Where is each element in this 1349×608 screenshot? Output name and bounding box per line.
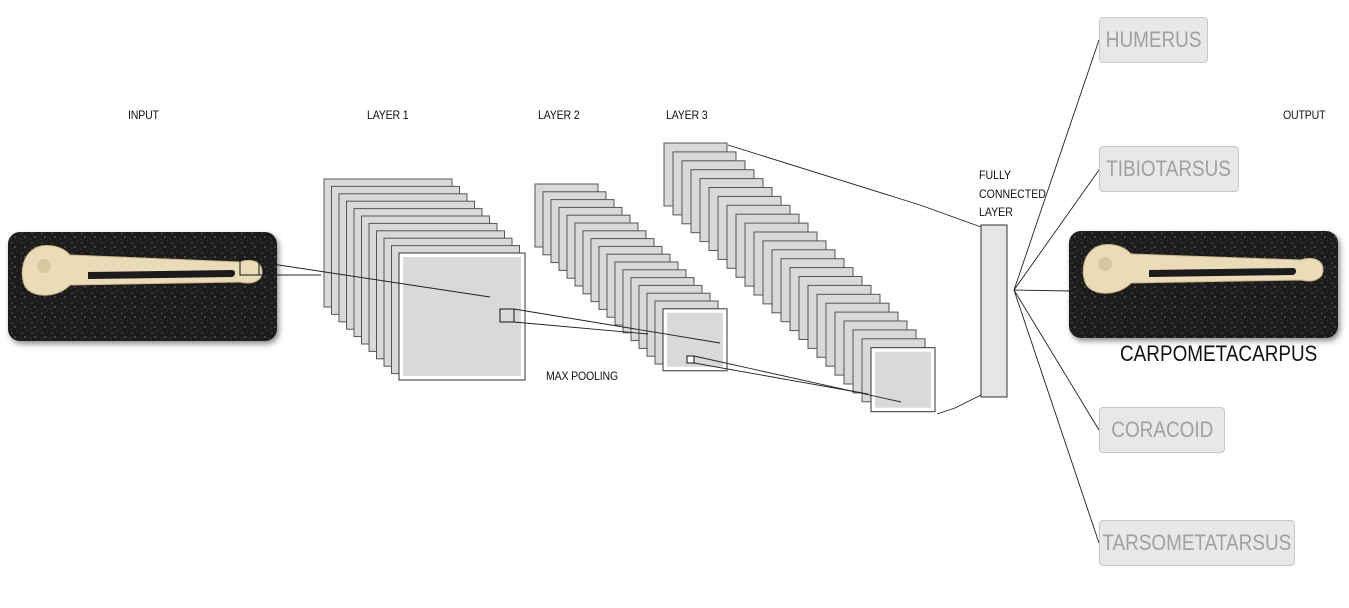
layer3-map-inner [875, 351, 931, 408]
output-image [1069, 231, 1338, 338]
fc-label-line-1: FULLY [979, 168, 1012, 182]
layer3-label: LAYER 3 [666, 108, 708, 122]
class-box-coracoid: CORACOID [1099, 407, 1225, 453]
fully-connected-layer [980, 224, 1008, 398]
layer1-feature-maps [323, 178, 526, 381]
class-label-humerus: HUMERUS [1105, 27, 1202, 52]
class-label-tarsometatarsus: TARSOMETATARSUS [1102, 530, 1292, 555]
layer1-label: LAYER 1 [367, 108, 409, 122]
layer1-pooling-window [499, 308, 515, 323]
layer2-feature-maps [534, 183, 728, 372]
receptive-field-box [239, 258, 260, 276]
class-label-tibiotarsus: TIBIOTARSUS [1106, 156, 1232, 181]
bone-carpometacarpus-output [1082, 244, 1324, 294]
layer2-pooling-window [686, 355, 695, 364]
input-label: INPUT [128, 108, 159, 122]
class-box-tarsometatarsus: TARSOMETATARSUS [1099, 520, 1295, 566]
predicted-class-label: CARPOMETACARPUS [1120, 341, 1318, 366]
max-pooling-label: MAX POOLING [546, 369, 619, 383]
class-label-coracoid: CORACOID [1111, 417, 1213, 442]
layer3-feature-maps [663, 142, 936, 413]
class-box-humerus: HUMERUS [1099, 17, 1208, 63]
layer1-map-inner [403, 257, 521, 376]
layer2-label: LAYER 2 [538, 108, 580, 122]
fc-label-line-2: CONNECTED [979, 186, 1046, 201]
class-box-tibiotarsus: TIBIOTARSUS [1099, 146, 1239, 192]
output-label: OUTPUT [1283, 108, 1326, 122]
fc-label-line-3: LAYER [979, 205, 1013, 219]
input-image [8, 232, 277, 341]
fully-connected-label: FULLY CONNECTED LAYER [979, 166, 1046, 222]
connection-lines [258, 39, 1100, 544]
bone-carpometacarpus-input [21, 245, 263, 296]
layer2-map-inner [667, 312, 723, 367]
